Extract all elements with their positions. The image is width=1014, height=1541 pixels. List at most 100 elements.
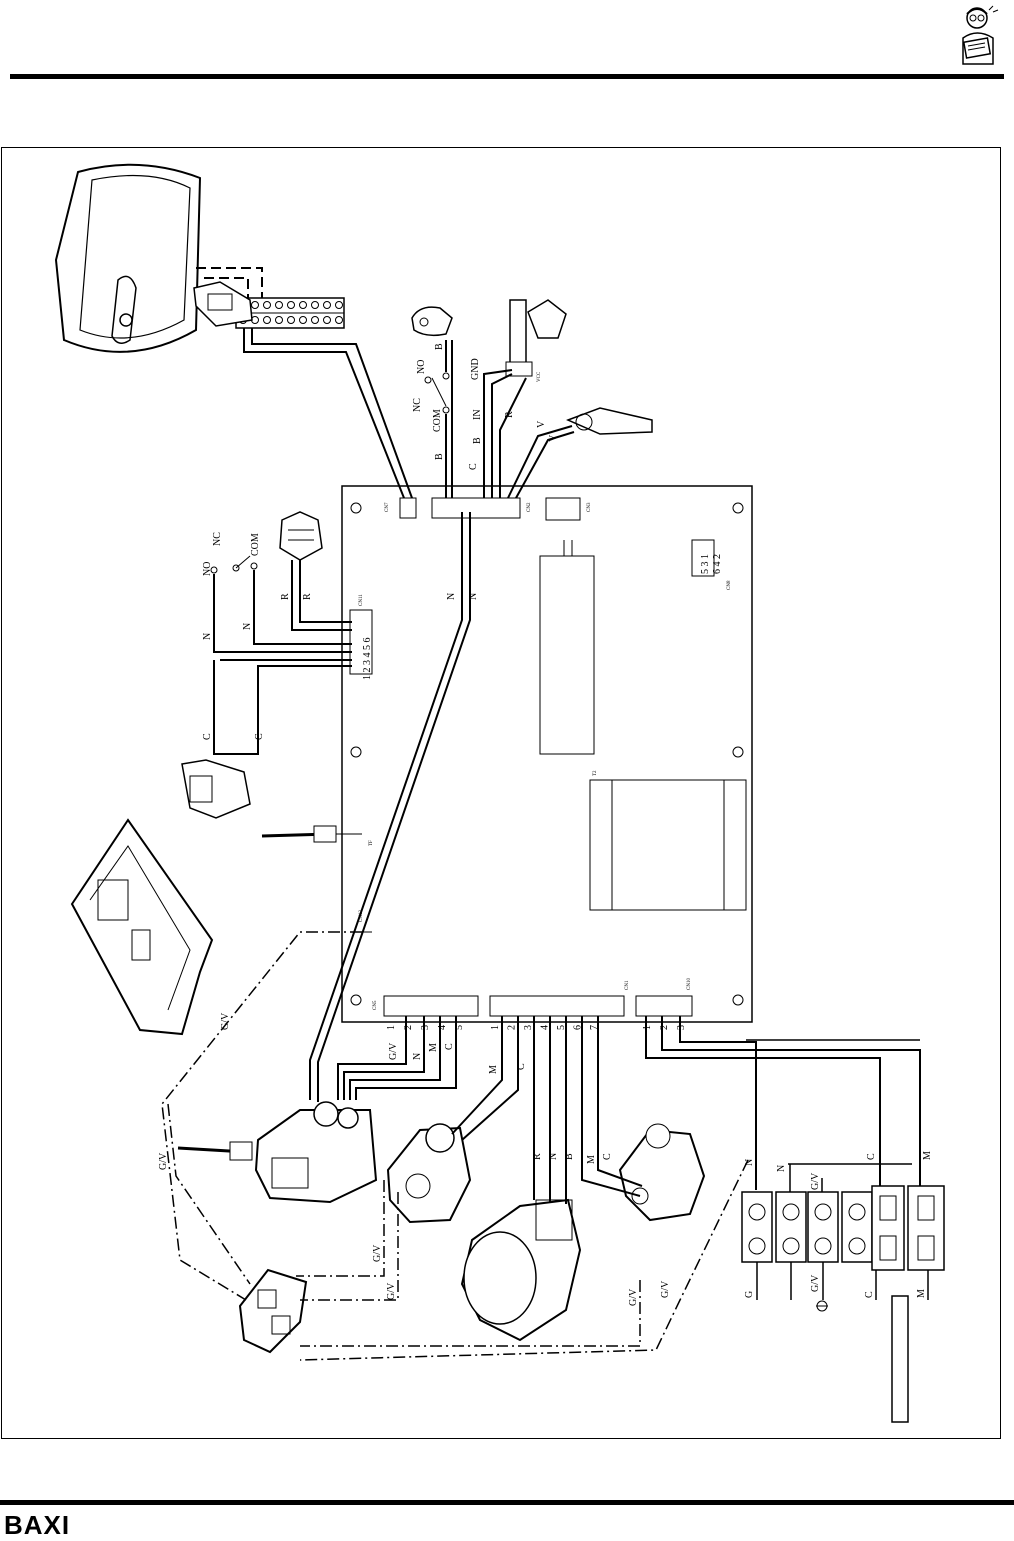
svg-text:G/V: G/V: [660, 1280, 671, 1298]
terminal-screw: [299, 301, 307, 309]
burner-assembly: [70, 818, 214, 1036]
terminal-screw: [299, 316, 307, 324]
svg-text:M: M: [922, 1151, 933, 1160]
svg-text:CN7: CN7: [385, 502, 390, 512]
svg-text:C: C: [468, 463, 479, 470]
pin-label: 1: [642, 1025, 653, 1030]
svg-text:C: C: [202, 733, 213, 740]
terminal-screw: [323, 301, 331, 309]
terminal-screw: [335, 301, 343, 309]
svg-text:NO: NO: [416, 360, 427, 374]
svg-text:GND: GND: [470, 358, 481, 380]
svg-text:G/V: G/V: [158, 1152, 169, 1170]
svg-text:R: R: [302, 593, 313, 600]
earth-icon: [816, 1300, 828, 1312]
fan: [386, 1123, 472, 1224]
board-connector-labels: CN7 CN2 CN3 CN11 CN8 CN5 CN1 CN10 CN12 T…: [359, 502, 732, 1010]
svg-text:C: C: [866, 1153, 877, 1160]
ntc-sensor: [566, 407, 653, 435]
svg-text:C: C: [602, 1153, 613, 1160]
limit-switch: [193, 281, 253, 327]
svg-text:N: N: [446, 593, 457, 600]
svg-text:M: M: [586, 1155, 597, 1164]
pump: [618, 1123, 706, 1222]
terminal-screw: [311, 316, 319, 324]
pin-label: 2: [403, 1025, 414, 1030]
svg-text:R: R: [532, 1153, 543, 1160]
pin-label: 5: [454, 1025, 465, 1030]
svg-text:B: B: [472, 437, 483, 444]
svg-text:N: N: [548, 1153, 559, 1160]
svg-text:N: N: [776, 1165, 787, 1172]
room-thermostat: [54, 163, 202, 353]
pin-label: 1: [386, 1025, 397, 1030]
header-rule: [10, 74, 1004, 79]
svg-text:V: V: [536, 420, 547, 428]
ignition-electrode: [279, 511, 323, 561]
svg-text:G/V: G/V: [810, 1172, 821, 1190]
pin-label: 6: [573, 1025, 584, 1030]
thermal-fuse: [181, 759, 251, 819]
ignition-terminal-block: [238, 1268, 308, 1354]
terminal-screw: [263, 301, 271, 309]
pin-label: 4: [437, 1025, 448, 1030]
svg-text:CN11: CN11: [359, 594, 364, 606]
cable-clamp: [891, 1295, 909, 1423]
svg-text:G/V: G/V: [386, 1282, 397, 1300]
reader-mascot-icon: [955, 4, 1001, 66]
pin-label: 7: [589, 1025, 600, 1030]
svg-text:G/V: G/V: [388, 1042, 399, 1060]
svg-text:C: C: [864, 1291, 875, 1298]
svg-text:G/V: G/V: [628, 1288, 639, 1306]
svg-text:CN2: CN2: [527, 502, 532, 512]
svg-text:N: N: [242, 623, 253, 630]
ground-wiring: [161, 931, 749, 1361]
terminal-screw: [323, 316, 331, 324]
cn10-pin-labels: 1 2 3: [642, 1025, 687, 1030]
brand-logo: BAXI: [4, 1510, 71, 1540]
diverter-valve-motor: [460, 1198, 582, 1342]
air-pressure-switch: [411, 306, 453, 337]
terminal-screw: [335, 316, 343, 324]
svg-text:6 4 2: 6 4 2: [712, 554, 723, 574]
svg-text:C: C: [444, 1043, 455, 1050]
svg-text:VCC: VCC: [537, 371, 542, 382]
svg-text:M: M: [488, 1065, 499, 1074]
svg-text:CN3: CN3: [587, 502, 592, 512]
mains-terminal-block: [741, 1185, 945, 1271]
terminal-screw: [275, 301, 283, 309]
thermostat-terminal-strip: [235, 297, 345, 329]
svg-text:M: M: [428, 1043, 439, 1052]
pin-label: 3: [676, 1025, 687, 1030]
svg-text:G/V: G/V: [220, 1012, 231, 1030]
svg-text:G: G: [744, 1291, 755, 1298]
svg-text:G/V: G/V: [810, 1274, 821, 1292]
svg-text:N: N: [468, 593, 479, 600]
svg-text:CN5: CN5: [373, 1000, 378, 1010]
flow-sensor: [505, 299, 567, 377]
svg-text:CN12: CN12: [359, 910, 364, 922]
svg-text:COM: COM: [432, 409, 443, 432]
svg-text:G/V: G/V: [372, 1244, 383, 1262]
terminal-screw: [287, 301, 295, 309]
svg-text:NC: NC: [412, 398, 423, 412]
footer-rule: [0, 1500, 1014, 1505]
svg-text:NC: NC: [212, 532, 223, 546]
svg-text:CN1: CN1: [625, 980, 630, 990]
pin-label: 2: [659, 1025, 670, 1030]
svg-text:1 2 3 4 5 6: 1 2 3 4 5 6: [362, 638, 373, 681]
pin-label: 1: [490, 1025, 501, 1030]
svg-text:M: M: [916, 1289, 927, 1298]
pin-label: 4: [540, 1025, 551, 1030]
svg-text:N: N: [744, 1159, 755, 1166]
svg-text:TF: TF: [369, 840, 374, 846]
svg-text:CN8: CN8: [727, 580, 732, 590]
svg-text:N: N: [412, 1053, 423, 1060]
flame-sensor-electrode: [261, 825, 362, 843]
svg-text:IN: IN: [472, 409, 483, 420]
terminal-screw: [311, 301, 319, 309]
diagram-frame: [1, 147, 1001, 1439]
pin-label: 5: [556, 1025, 567, 1030]
svg-text:T2: T2: [593, 770, 598, 776]
